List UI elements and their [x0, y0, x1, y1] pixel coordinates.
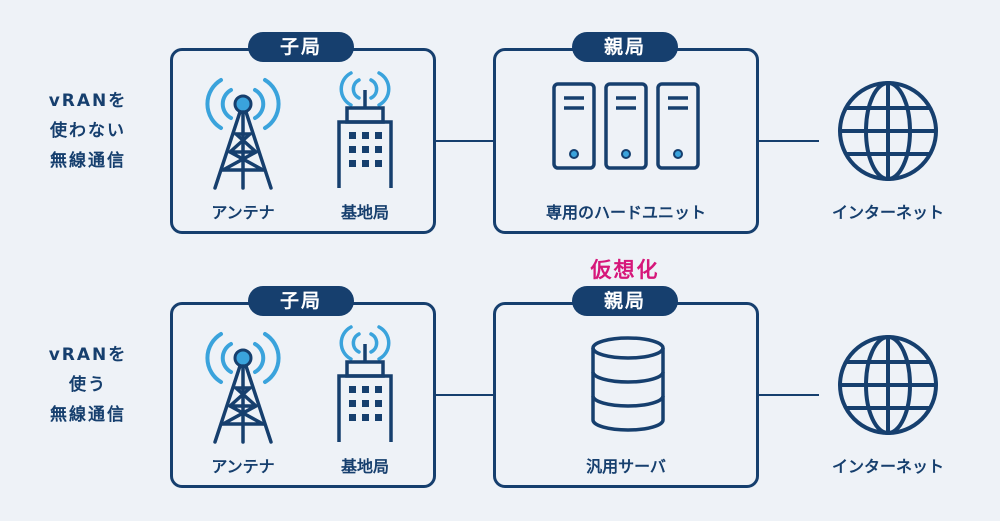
connector-line — [436, 140, 494, 142]
label-line: 使わない — [50, 121, 126, 141]
globe-icon — [838, 81, 938, 181]
virtualization-label: 仮想化 — [590, 258, 660, 282]
base-station-label: 基地局 — [340, 203, 389, 222]
server-rack-icon — [552, 82, 700, 170]
parent-device-label: 専用のハードユニット — [545, 203, 706, 222]
connector-line — [759, 394, 819, 396]
child-station-title: 子局 — [248, 32, 354, 62]
internet-label: インターネット — [831, 203, 944, 222]
label-line: 無線通信 — [50, 405, 126, 425]
label-line: 無線通信 — [50, 151, 126, 171]
internet-label: インターネット — [831, 457, 944, 476]
connector-line — [436, 394, 494, 396]
connector-line — [759, 140, 819, 142]
row2-label: vRANを 使う 無線通信 — [28, 340, 148, 430]
antenna-icon — [205, 332, 281, 444]
label-line: vRANを — [48, 345, 128, 365]
label-line: vRANを — [48, 91, 128, 111]
base-station-label: 基地局 — [340, 457, 389, 476]
label-line: 使う — [69, 375, 107, 395]
database-icon — [591, 336, 665, 432]
child-station-title: 子局 — [248, 286, 354, 316]
globe-icon — [838, 335, 938, 435]
row1-label: vRANを 使わない 無線通信 — [28, 86, 148, 176]
base-station-icon — [337, 71, 393, 188]
parent-station-title: 親局 — [572, 32, 678, 62]
parent-station-title: 親局 — [572, 286, 678, 316]
base-station-icon — [337, 325, 393, 442]
antenna-label: アンテナ — [211, 203, 275, 222]
parent-device-label: 汎用サーバ — [586, 457, 666, 476]
antenna-label: アンテナ — [211, 457, 275, 476]
antenna-icon — [205, 78, 281, 190]
